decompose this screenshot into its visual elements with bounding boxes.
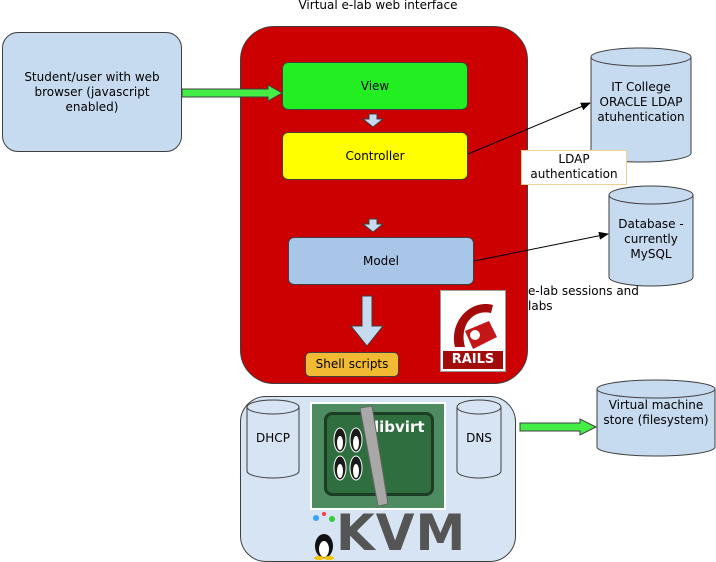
rails-logo-text: RAILS (451, 352, 495, 367)
rails-logo-graphic (441, 291, 505, 371)
client-label: Student/user with web browser (javascrip… (24, 69, 160, 114)
kvm-logo: KVM (306, 506, 466, 560)
kvm-logo-text: KVM (336, 504, 467, 562)
shell-scripts-box: Shell scripts (305, 352, 399, 377)
view-to-controller-arrow (361, 113, 385, 128)
controller-box: Controller (282, 132, 468, 180)
kvm-to-store-arrow (519, 418, 598, 436)
dns-cylinder (456, 399, 502, 479)
vm-store-cylinder (596, 379, 716, 457)
penguins-graphic (333, 405, 389, 507)
view-label: View (360, 78, 390, 93)
rails-logo: RAILS (440, 290, 506, 372)
model-label: Model (362, 253, 400, 268)
mysql-database-label: Database - currently MySQL (618, 217, 684, 261)
controller-to-ldap-line (467, 102, 591, 155)
dhcp-cylinder (246, 399, 300, 479)
client-to-view-arrow (181, 84, 284, 102)
model-to-shell-arrow (349, 295, 385, 347)
libvirt-logo-text: libvirt (374, 418, 425, 436)
ldap-database-label: IT College ORACLE LDAP atuhentication (597, 80, 685, 124)
ldap-authentication-label: LDAP authentication (521, 150, 627, 185)
vm-store-label: Virtual machine store (filesystem) (603, 398, 709, 427)
mysql-database-cylinder (608, 185, 694, 287)
tux-icon (313, 512, 335, 560)
model-box: Model (288, 237, 474, 285)
model-to-mysql-line (473, 231, 609, 262)
sessions-label: e-lab sessions and labs (528, 284, 639, 313)
dns-label: DNS (466, 431, 492, 445)
libvirt-logo: libvirt (310, 402, 446, 510)
shell-scripts-label: Shell scripts (315, 357, 389, 371)
controller-to-model-arrow (361, 218, 385, 233)
view-box: View (282, 62, 468, 110)
dhcp-label: DHCP (256, 431, 290, 445)
ldap-database-cylinder (590, 47, 692, 163)
diagram-title: Virtual e-lab web interface (298, 0, 458, 12)
controller-label: Controller (345, 148, 405, 163)
